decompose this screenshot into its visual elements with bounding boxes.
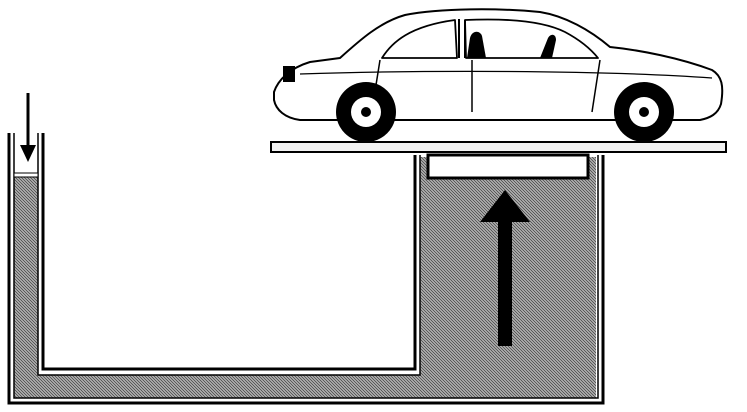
front-wheel [614,82,674,142]
inner-wall-outer [37,133,421,376]
down-arrow-icon [20,93,36,162]
rear-wheel [336,82,396,142]
outer-wall-inner [13,133,599,399]
car-icon [273,8,724,142]
large-piston [426,153,590,180]
up-arrow-icon [480,190,530,346]
hydraulic-fluid [14,157,596,398]
small-piston [13,172,39,178]
lift-platform [270,141,727,153]
outer-wall [7,133,605,405]
inner-wall [41,133,417,371]
